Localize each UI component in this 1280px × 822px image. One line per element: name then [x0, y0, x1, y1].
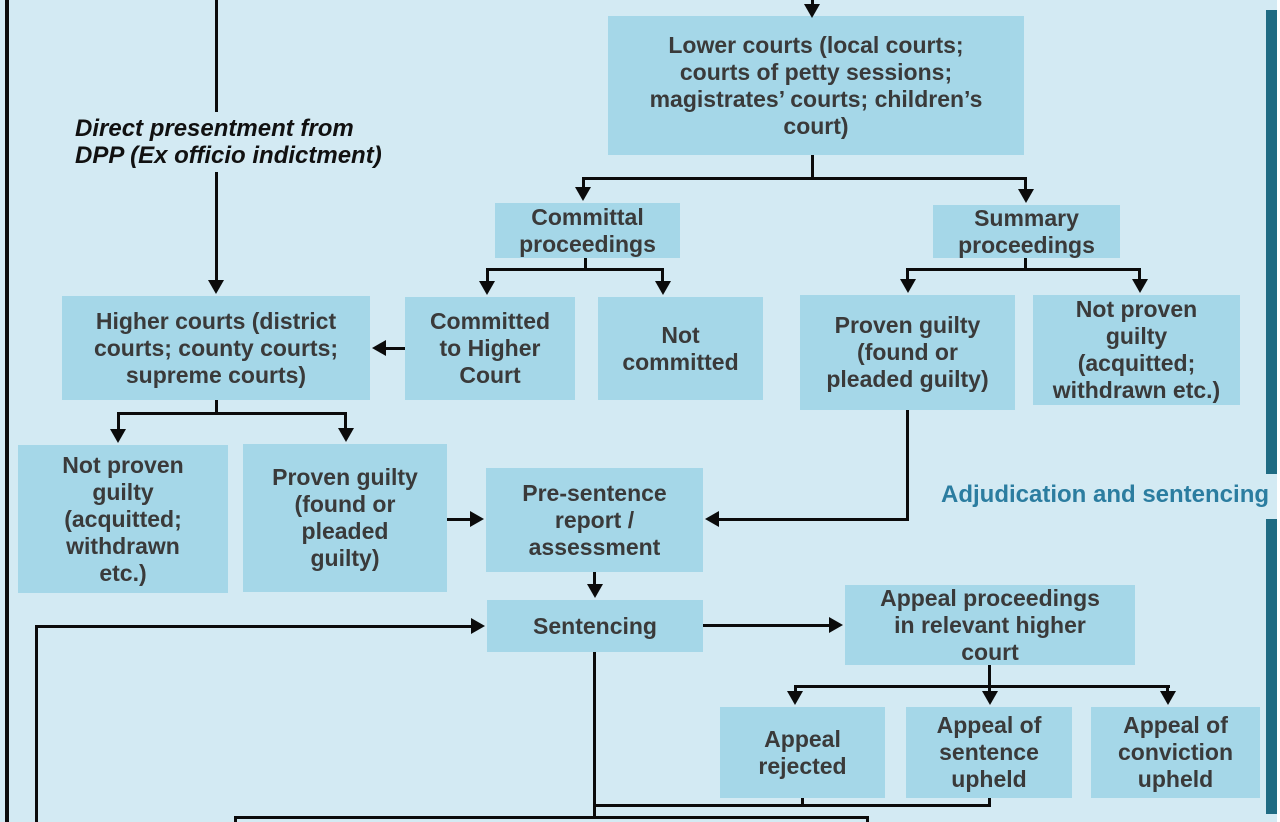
arrow-into-higher-courts-right: [372, 340, 386, 356]
box-proven-guilty-summary: Proven guilty (found or pleaded guilty): [800, 295, 1015, 410]
connector-to-summary: [1024, 177, 1027, 191]
arrow-into-not-proven-higher: [110, 429, 126, 443]
connector-presentence-to-sentencing: [593, 572, 596, 585]
connector-loop-down-left: [35, 625, 38, 822]
connector-sentencing-down: [593, 652, 596, 818]
connector-lower-courts-stub: [811, 155, 814, 179]
arrow-into-presentence-right: [705, 511, 719, 527]
connector-summary-split: [906, 268, 1141, 271]
connector-lower-courts-split: [583, 177, 1027, 180]
connector-to-proven-higher: [344, 412, 347, 428]
arrow-into-higher-courts-top: [208, 280, 224, 294]
arrow-into-sentence-upheld: [982, 691, 998, 705]
right-edge-strip: [1277, 0, 1280, 822]
connector-appeal-split: [794, 685, 1170, 688]
box-committed-to-higher-court: Committed to Higher Court: [405, 297, 575, 400]
connector-higher-courts-stub: [215, 400, 218, 414]
arrow-into-appeal-proceedings: [829, 617, 843, 633]
connector-sentence-upheld-down: [988, 798, 991, 807]
connector-to-appeal-rejected: [794, 685, 797, 693]
box-appeal-proceedings: Appeal proceedings in relevant higher co…: [845, 585, 1135, 665]
connector-proven-summary-down: [906, 410, 909, 520]
box-higher-courts: Higher courts (district courts; county c…: [62, 296, 370, 400]
connector-to-sentence-upheld: [988, 685, 991, 693]
arrow-into-sentencing-left: [471, 618, 485, 634]
connector-sentencing-to-appeal: [703, 624, 829, 627]
arrow-into-lower-courts: [804, 4, 820, 18]
connector-proven-higher-to-presentence: [447, 518, 470, 521]
connector-appeal-stub: [988, 665, 991, 687]
arrow-into-not-proven-summary: [1132, 279, 1148, 293]
box-proven-guilty-higher: Proven guilty (found or pleaded guilty): [243, 444, 447, 592]
arrow-into-summary: [1018, 189, 1034, 203]
connector-to-not-committed: [661, 268, 664, 282]
arrow-into-proven-summary: [900, 279, 916, 293]
box-pre-sentence-report: Pre-sentence report / assessment: [486, 468, 703, 572]
section-bar-top: [1266, 10, 1277, 474]
connector-higher-courts-split: [117, 412, 347, 415]
box-committal-proceedings: Committal proceedings: [495, 203, 680, 258]
box-sentencing: Sentencing: [487, 600, 703, 652]
connector-committal-split: [486, 268, 664, 271]
box-not-proven-guilty-higher: Not proven guilty (acquitted; withdrawn …: [18, 445, 228, 593]
connector-loop-to-sentencing: [35, 625, 471, 628]
arrow-into-presentence-left: [470, 511, 484, 527]
connector-to-committal: [582, 177, 585, 190]
connector-committed-to-higher: [386, 347, 405, 350]
connector-appeal-merge: [594, 804, 990, 807]
box-summary-proceedings: Summary proceedings: [933, 205, 1120, 258]
arrow-into-proven-higher: [338, 428, 354, 442]
box-not-proven-guilty-summary: Not proven guilty (acquitted; withdrawn …: [1033, 295, 1240, 405]
connector-proven-summary-to-presentence: [719, 518, 909, 521]
arrow-into-sentencing-top: [587, 584, 603, 598]
arrow-into-conviction-upheld: [1160, 691, 1176, 705]
direct-presentment-label: Direct presentment from DPP (Ex officio …: [70, 112, 387, 172]
arrow-into-committal: [575, 187, 591, 201]
connector-appeal-rejected-down: [801, 798, 804, 807]
arrow-into-appeal-rejected: [787, 691, 803, 705]
box-lower-courts: Lower courts (local courts; courts of pe…: [608, 16, 1024, 155]
connector-to-not-proven-higher: [117, 412, 120, 429]
adjudication-section-label: Adjudication and sentencing: [941, 481, 1270, 508]
connector-committal-stub: [584, 258, 587, 270]
box-appeal-of-conviction-upheld: Appeal of conviction upheld: [1091, 707, 1260, 798]
connector-summary-stub: [1024, 258, 1027, 270]
section-bar-bottom: [1266, 519, 1277, 814]
box-appeal-rejected: Appeal rejected: [720, 707, 885, 798]
bottom-partial-box: [234, 816, 869, 822]
box-appeal-of-sentence-upheld: Appeal of sentence upheld: [906, 707, 1072, 798]
connector-to-committed: [486, 268, 489, 282]
connector-top-to-lower-courts: [811, 0, 814, 6]
arrow-into-committed: [479, 281, 495, 295]
left-frame-line: [5, 0, 9, 822]
connector-to-conviction-upheld: [1166, 685, 1169, 693]
connector-to-not-proven-summary: [1138, 268, 1141, 281]
connector-to-proven-summary: [906, 268, 909, 281]
arrow-into-not-committed: [655, 281, 671, 295]
box-not-committed: Not committed: [598, 297, 763, 400]
